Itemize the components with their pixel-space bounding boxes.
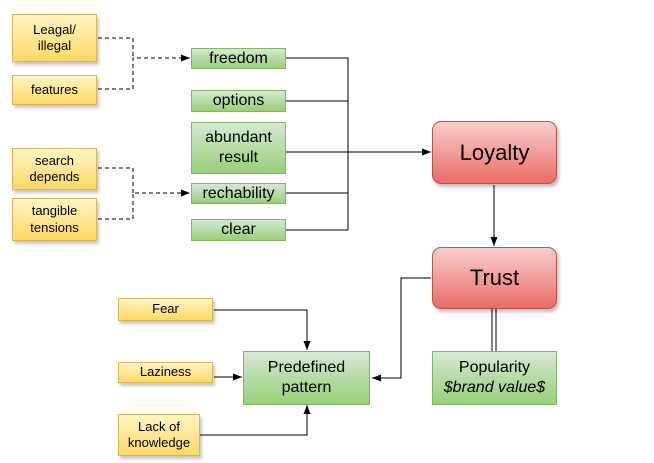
tangible-tensions-line1: tangible: [31, 203, 78, 219]
search-depends-line1: search: [34, 152, 74, 168]
laziness-label: Laziness: [139, 364, 192, 380]
edge-fear-to-predefined: [214, 309, 311, 350]
fear-label: Fear: [152, 301, 179, 317]
trust-label: Trust: [469, 265, 520, 291]
rechability-box: rechability: [191, 183, 286, 204]
legal-illegal-line2: illegal: [37, 38, 72, 53]
clear-box: clear: [191, 219, 286, 241]
abundant-result-box: abundant result: [191, 122, 286, 174]
edge-lack-to-predefined: [200, 405, 311, 436]
legal-illegal-line1: Leagal/: [33, 21, 76, 37]
freedom-label: freedom: [209, 49, 268, 67]
abundant-result-line2: result: [218, 149, 259, 166]
search-depends-line2: depends: [29, 169, 80, 184]
trust-box: Trust: [432, 247, 557, 309]
predefined-pattern-box: Predefined pattern: [243, 351, 370, 405]
options-label: options: [212, 92, 265, 109]
popularity-box: Popularity $brand value$: [432, 351, 557, 405]
brand-value-label: $brand value$: [443, 379, 546, 396]
edge-search-to-rechability: [98, 167, 134, 193]
predefined-pattern-line2: pattern: [281, 379, 332, 396]
loyalty-label: Loyalty: [459, 139, 530, 165]
popularity-label: Popularity: [458, 359, 531, 376]
features-box: features: [12, 75, 97, 105]
lack-of-knowledge-line1: Lack of: [138, 418, 180, 434]
laziness-box: Laziness: [118, 362, 213, 383]
features-label: features: [31, 81, 78, 97]
edge-freedom-bus: [286, 57, 349, 230]
tangible-tensions-line2: tensions: [30, 219, 79, 235]
legal-illegal-box: Leagal/ illegal: [12, 14, 97, 62]
rechability-label: rechability: [202, 184, 275, 202]
search-depends-box: search depends: [12, 148, 97, 190]
edge-features-to-freedom: [98, 54, 190, 90]
abundant-result-line1: abundant: [205, 129, 272, 146]
lack-of-knowledge-box: Lack of knowledge: [118, 414, 200, 456]
edge-legal-to-freedom: [98, 37, 134, 58]
freedom-box: freedom: [191, 48, 286, 69]
clear-label: clear: [221, 221, 256, 238]
predefined-pattern-line1: Predefined: [267, 359, 346, 376]
loyalty-box: Loyalty: [432, 121, 557, 184]
edge-tangible-to-rechability: [98, 189, 190, 220]
lack-of-knowledge-line2: knowledge: [127, 435, 191, 450]
options-box: options: [191, 90, 286, 112]
tangible-tensions-box: tangible tensions: [12, 198, 97, 241]
fear-box: Fear: [118, 298, 213, 321]
edge-trust-to-predefined: [372, 277, 431, 382]
